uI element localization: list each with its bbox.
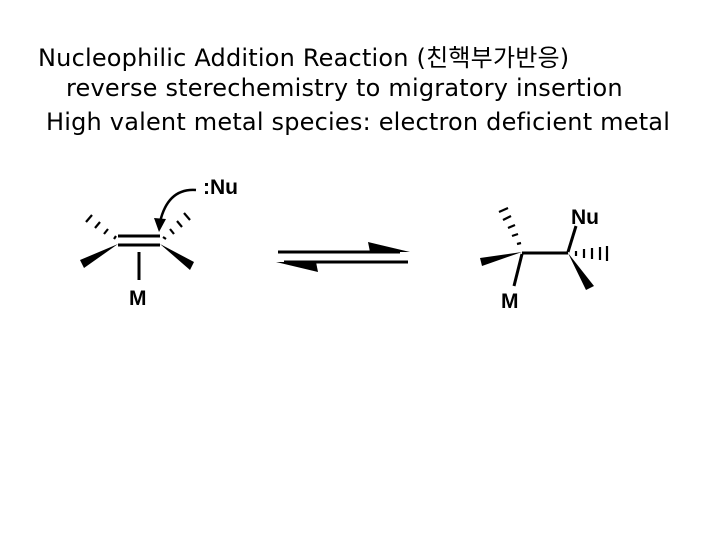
- attack-arrowhead: [154, 218, 166, 232]
- attack-arrow: [158, 188, 197, 223]
- product-alkyl: Nu M: [480, 206, 609, 313]
- equilibrium-arrows: [276, 242, 410, 272]
- reactant-metal-label: M: [129, 287, 147, 310]
- reactant-nucleophile-label: :Nu: [203, 176, 238, 199]
- product-hashed-bond-right: [574, 246, 609, 261]
- subtitle-metal-species: High valent metal species: electron defi…: [46, 108, 671, 136]
- product-hashed-bond-up: [498, 206, 522, 246]
- product-wedge-bond-down: [568, 253, 594, 290]
- hashed-bond-right: [162, 212, 191, 240]
- slide-title: Nucleophilic Addition Reaction (친핵부가반응): [38, 44, 570, 72]
- product-metal-bond: [512, 253, 524, 287]
- product-nucleophile-label: Nu: [571, 206, 599, 229]
- forward-arrow-head: [368, 242, 410, 252]
- subtitle-stereochemistry: reverse sterechemistry to migratory inse…: [66, 74, 623, 102]
- reactant-alkene: :Nu M: [80, 176, 238, 310]
- wedge-bond-left: [80, 244, 118, 268]
- product-nu-bond: [566, 225, 578, 253]
- hashed-bond-left: [85, 214, 117, 240]
- product-wedge-bond-left: [480, 252, 522, 266]
- product-metal-label: M: [501, 290, 519, 313]
- reverse-arrow-head: [276, 262, 318, 272]
- wedge-bond-right: [160, 244, 194, 270]
